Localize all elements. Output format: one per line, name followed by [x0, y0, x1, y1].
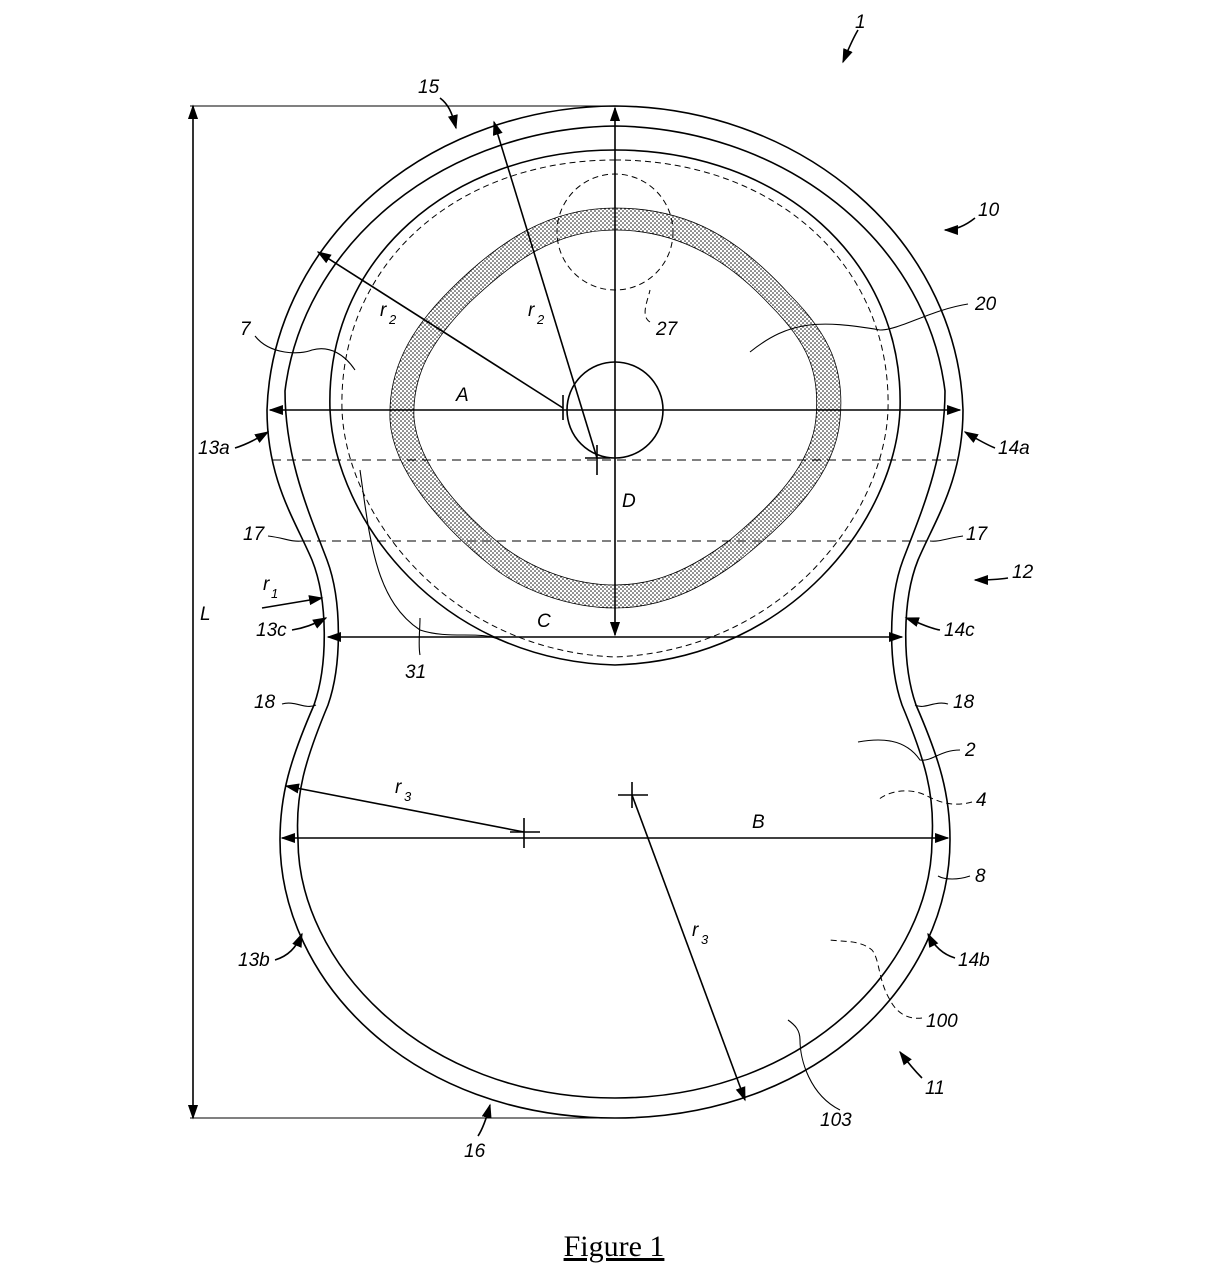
leader-100	[829, 939, 923, 1019]
label-8: 8	[975, 866, 986, 887]
label-100: 100	[926, 1011, 958, 1032]
dim-B-label: B	[752, 812, 765, 833]
label-31: 31	[405, 662, 426, 683]
radius-r2-up-sub: 2	[536, 312, 545, 327]
leader-4	[877, 790, 973, 805]
label-1: 1	[855, 12, 866, 33]
radius-r3-right	[631, 794, 746, 1102]
radius-r2-left	[316, 251, 564, 409]
label-13c: 13c	[256, 620, 287, 641]
leader-14b	[927, 932, 956, 959]
label-4: 4	[976, 790, 987, 811]
figure-caption: Figure 1	[563, 1230, 665, 1263]
label-14a: 14a	[998, 438, 1030, 459]
leader-103	[787, 1019, 841, 1111]
leader-11	[899, 1050, 923, 1079]
leader-13b	[274, 932, 303, 961]
label-16: 16	[464, 1141, 486, 1162]
label-14b: 14b	[958, 950, 990, 971]
dim-L-label: L	[200, 604, 211, 625]
leader-27	[644, 289, 651, 323]
radius-r3-right-sub: 3	[701, 932, 709, 947]
label-27: 27	[655, 319, 679, 340]
radius-r2-up	[492, 120, 598, 459]
leader-7	[254, 335, 356, 371]
dim-C-label: C	[537, 611, 551, 632]
label-17-right: 17	[966, 524, 989, 545]
radius-r1-arrow	[261, 595, 324, 609]
leader-15	[439, 97, 458, 130]
label-2: 2	[964, 740, 976, 761]
leader-16	[477, 1103, 492, 1137]
dim-A-label: A	[455, 385, 469, 406]
radius-r3-left-label: r	[395, 777, 402, 798]
label-13b: 13b	[238, 950, 270, 971]
label-12: 12	[1012, 562, 1034, 583]
leader-31	[418, 617, 421, 656]
leader-13a	[234, 431, 270, 449]
radius-r3-right-label: r	[692, 920, 699, 941]
radius-r3-left-sub: 3	[404, 789, 412, 804]
label-103: 103	[820, 1110, 852, 1131]
radius-r1-label: r	[263, 574, 270, 595]
radius-r2-left-sub: 2	[388, 312, 397, 327]
label-13a: 13a	[198, 438, 230, 459]
leader-17-right	[929, 535, 964, 542]
leader-18-right	[914, 702, 949, 707]
radius-r1-sub: 1	[271, 586, 278, 601]
label-10: 10	[978, 200, 1000, 221]
adhesive-region	[284, 125, 946, 1099]
upper-region-7	[329, 149, 901, 666]
leader-18-left	[281, 702, 317, 707]
label-18-left: 18	[254, 692, 276, 713]
radius-r2-left-label: r	[380, 300, 387, 321]
label-20: 20	[974, 294, 997, 315]
label-7: 7	[240, 319, 252, 340]
label-11: 11	[925, 1078, 945, 1099]
leader-12	[973, 574, 1009, 586]
radius-r3-left	[284, 783, 525, 833]
leader-10	[943, 217, 976, 236]
radius-r2-up-label: r	[528, 300, 535, 321]
label-14c: 14c	[944, 620, 975, 641]
leader-14c	[904, 617, 941, 631]
leader-14a	[963, 431, 996, 449]
leader-8	[937, 875, 971, 880]
dim-D-label: D	[622, 491, 636, 512]
leader-13c	[291, 617, 328, 631]
leader-17-left	[267, 535, 303, 542]
label-17-left: 17	[243, 524, 266, 545]
label-18-right: 18	[953, 692, 975, 713]
label-15: 15	[418, 77, 440, 98]
leader-1	[842, 29, 859, 64]
leader-20	[749, 303, 969, 353]
leader-2	[857, 739, 961, 761]
